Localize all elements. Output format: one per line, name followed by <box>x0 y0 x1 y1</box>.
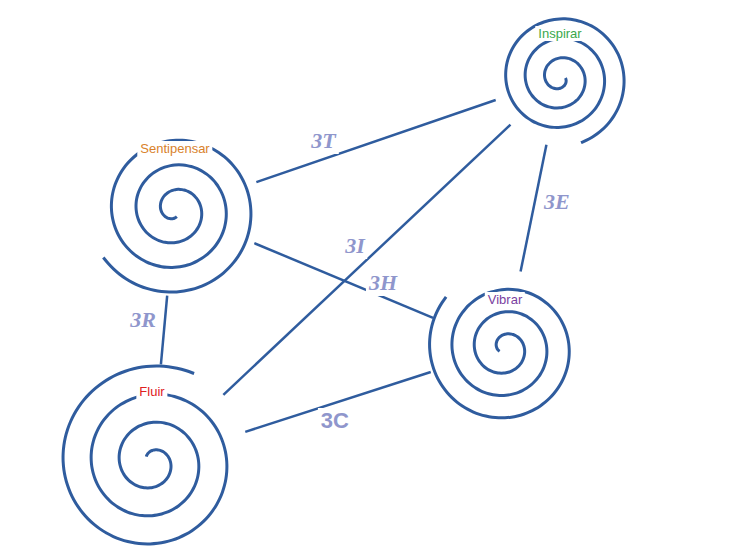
edge-label: 3E <box>541 189 573 215</box>
node-label: Sentipensar <box>137 141 212 156</box>
spiral-node: Fluir <box>54 364 250 549</box>
node-label: Fluir <box>136 384 167 399</box>
edge-label: 3I <box>342 233 368 259</box>
spiral-node: Vibrar <box>427 270 583 426</box>
spiral-node: Sentipensar <box>89 124 261 296</box>
connector-line <box>161 296 167 365</box>
spiral-node: Inspirar <box>492 10 628 146</box>
spiral-stroke <box>430 289 570 417</box>
spiral-stroke <box>506 19 624 143</box>
spiral-stroke <box>63 366 227 544</box>
spiral-stroke <box>103 140 251 292</box>
edge-label: 3H <box>366 270 400 296</box>
node-label: Vibrar <box>485 292 525 307</box>
connector-line <box>223 125 510 395</box>
edge-label: 3R <box>127 307 159 333</box>
edge-label: 3T <box>308 128 338 154</box>
connector-line <box>256 100 495 182</box>
node-label: Inspirar <box>535 26 584 41</box>
edge-label: 3C <box>318 408 352 434</box>
